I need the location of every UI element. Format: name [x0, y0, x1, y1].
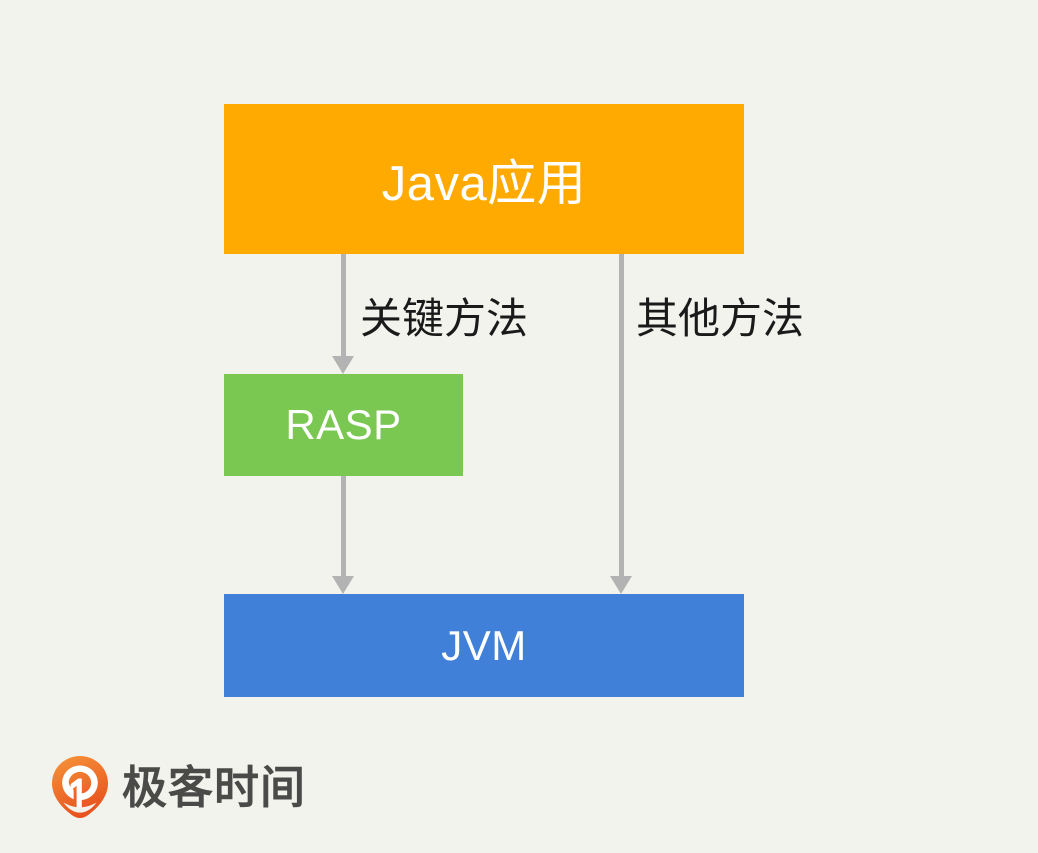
arrow-head-icon	[332, 356, 354, 374]
node-jvm: JVM	[224, 594, 744, 697]
brand-logo: 极客时间	[52, 756, 306, 818]
arrow-java-app-to-rasp	[323, 254, 363, 374]
arrow-shaft	[340, 254, 346, 356]
arrow-head-icon	[610, 576, 632, 594]
arrow-shaft	[618, 254, 624, 576]
edge-label-other-method: 其他方法	[636, 295, 805, 342]
node-jvm-label: JVM	[441, 621, 527, 669]
node-java-app-label: Java应用	[381, 156, 587, 211]
node-java-app: Java应用	[224, 104, 744, 254]
arrow-java-app-to-jvm	[601, 254, 641, 594]
node-rasp-label: RASP	[285, 401, 402, 448]
arrow-shaft	[340, 476, 346, 576]
arrow-head-icon	[332, 576, 354, 594]
edge-label-key-method: 关键方法	[360, 295, 529, 342]
geektime-logo-icon	[52, 756, 108, 818]
arrow-rasp-to-jvm	[323, 476, 363, 594]
node-rasp: RASP	[224, 374, 463, 476]
brand-name: 极客时间	[122, 761, 307, 813]
